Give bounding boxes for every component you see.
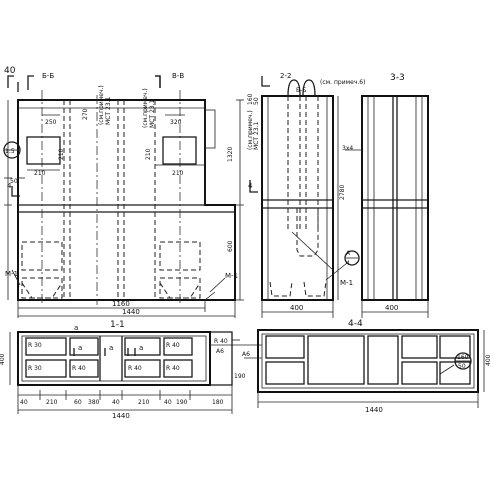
callout-bubble-bottom: 4 <box>346 260 350 267</box>
dim-320: 320 <box>170 119 182 126</box>
dim-400a: 400 <box>290 304 303 312</box>
radius-r40b: R 40 <box>128 365 142 372</box>
a6-callout-1: А6 <box>216 348 224 355</box>
dim-1440: 1440 <box>122 308 140 316</box>
dim-230: 210 <box>46 399 58 406</box>
dim-400b: 400 <box>385 304 398 312</box>
marker-a-4: а <box>74 324 78 332</box>
dim-50: 50 <box>10 178 18 185</box>
callout-bubble-top: A <box>346 250 351 257</box>
section-2-2-title: 2-2 <box>280 72 291 80</box>
dim-40b: 40 <box>112 399 120 406</box>
section-bb-marker: Б-Б <box>296 87 306 94</box>
dim-210a: 210 <box>34 170 46 177</box>
dim-60: 60 <box>74 399 82 406</box>
mist-callout-1: М-1 <box>5 270 18 278</box>
section-4-4-title: 4-4 <box>348 319 363 329</box>
a6-callout-2: А6 <box>242 351 250 358</box>
mist-callout-3: М-1 <box>340 279 353 287</box>
dim-210d: 210 <box>145 148 152 160</box>
section-mark-1: 40 <box>4 66 16 76</box>
section-label-bb: Б-Б <box>42 72 54 80</box>
mist-callout-2: М-1 <box>225 272 238 280</box>
dim-190a: 190 <box>176 399 188 406</box>
dim-210f: 210 <box>138 399 150 406</box>
radius-r40d: R 40 <box>166 365 180 372</box>
dim-380: 380 <box>88 399 100 406</box>
dim-1440c: 1440 <box>365 406 383 414</box>
marker-a-2: а <box>109 344 113 352</box>
marker-a-3: а <box>139 344 143 352</box>
radius-r40c: R 40 <box>166 342 180 349</box>
section-1-1 <box>9 331 262 414</box>
dim-1440b: 1440 <box>112 412 130 420</box>
dim-1320: 1320 <box>227 147 234 162</box>
section-2-2 <box>261 76 360 318</box>
dim-2780: 2780 <box>339 185 346 200</box>
spec-note-5: (см.примеч.) <box>247 110 254 150</box>
spec-note-6: МСТ 23.1 <box>253 122 260 150</box>
dim-p190: 190 <box>234 373 246 380</box>
dim-p50: 50 <box>253 97 260 105</box>
dim-3x4: 3х4 <box>342 145 353 152</box>
section-3-3-title: 3-3 <box>390 73 405 83</box>
dim-400d: 400 <box>485 354 492 366</box>
detail-bubble-scale: 1:5 <box>5 148 15 155</box>
dim-40a: 40 <box>20 399 28 406</box>
bubble-160: 160 <box>457 354 469 361</box>
dim-210c: 210 <box>58 148 65 160</box>
marker-a-1: а <box>78 344 82 352</box>
radius-r30b: R 30 <box>28 365 42 372</box>
spec-note-1: (см.примеч.) <box>98 85 105 125</box>
spec-note-2: МСТ 23.1 <box>105 97 112 125</box>
radius-r40a: R 40 <box>72 365 86 372</box>
section-3-3 <box>345 95 429 318</box>
front-elevation <box>3 75 258 318</box>
section-note: (см. примеч.6) <box>320 79 365 86</box>
radius-r30a: R 30 <box>28 342 42 349</box>
dim-210b: 210 <box>172 170 184 177</box>
dim-600: 600 <box>227 240 234 252</box>
spec-note-3: (см.примеч.) <box>142 88 149 128</box>
section-label-vv: В-В <box>172 72 184 80</box>
dim-p160: 160 <box>247 93 254 105</box>
dim-1160: 1160 <box>112 300 130 308</box>
dim-270: 270 <box>82 108 89 120</box>
section-mark-4-left: 4 <box>7 182 12 190</box>
spec-note-4: МСТ 23.1 <box>149 100 156 128</box>
r40-top: R 40 <box>214 338 228 345</box>
bubble-50: 50 <box>458 363 466 370</box>
dim-40c: 40 <box>164 399 172 406</box>
dim-180: 180 <box>212 399 224 406</box>
section-1-1-title: 1-1 <box>110 320 125 330</box>
dim-250: 250 <box>45 119 57 126</box>
section-mark-4-right: 4 <box>248 182 253 190</box>
section-4-4 <box>244 329 485 408</box>
dim-400c: 400 <box>0 353 6 365</box>
